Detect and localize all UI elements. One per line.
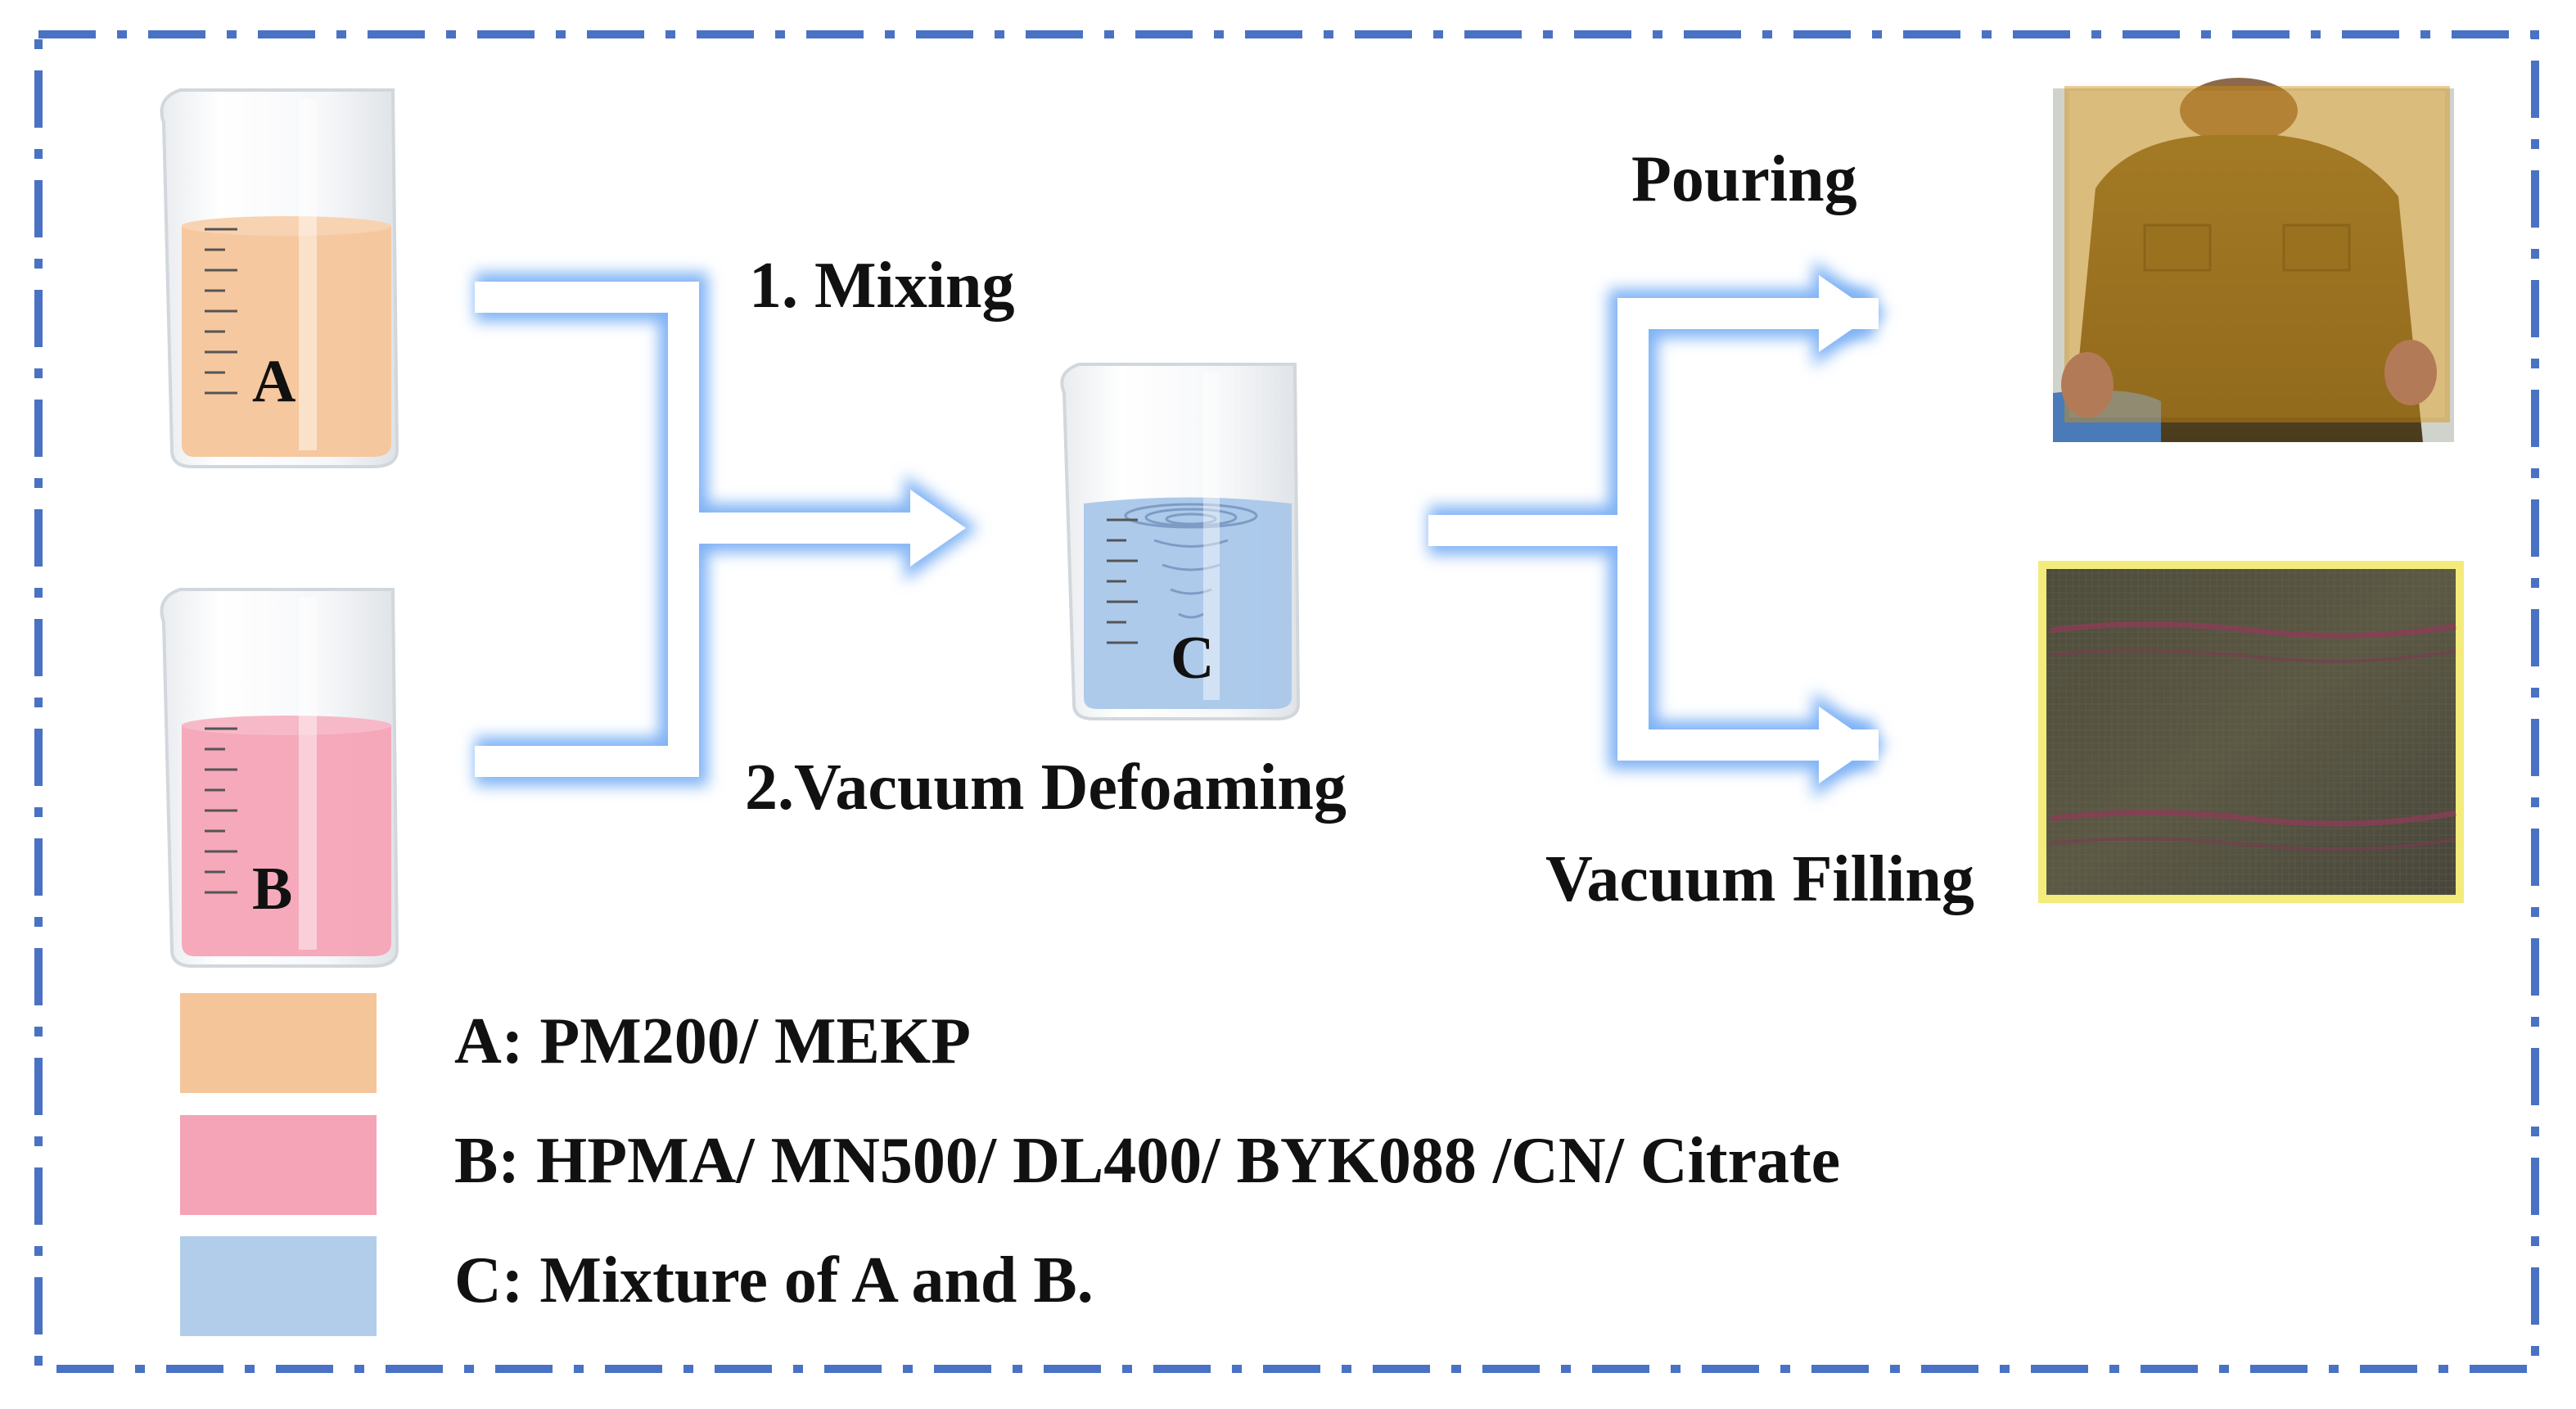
beaker-c: C bbox=[1060, 363, 1301, 720]
merge-arrow bbox=[475, 273, 978, 786]
beaker-b: B bbox=[160, 588, 399, 968]
legend-text-c: C: Mixture of A and B. bbox=[454, 1244, 1094, 1316]
vacuum-filling-result-photo bbox=[2038, 561, 2464, 903]
amber-sheet bbox=[2064, 86, 2450, 422]
frame-border bbox=[34, 30, 2539, 1373]
legend-text-b: B: HPMA/ MN500/ DL400/ BYK088 /CN/ Citra… bbox=[454, 1125, 1841, 1197]
beaker-a-liquid bbox=[182, 219, 391, 457]
beaker-c-liquid bbox=[1084, 497, 1292, 709]
pouring-label: Pouring bbox=[1631, 143, 1857, 215]
vortex-icon bbox=[1124, 503, 1258, 619]
vacuum-defoaming-label: 2.Vacuum Defoaming bbox=[745, 752, 1347, 824]
legend-swatch-c bbox=[180, 1236, 377, 1336]
mixing-label: 1. Mixing bbox=[749, 250, 1014, 322]
vacuum-filling-label: Vacuum Filling bbox=[1545, 843, 1974, 915]
beaker-b-letter: B bbox=[252, 856, 292, 923]
beaker-c-letter: C bbox=[1171, 625, 1214, 692]
legend-swatch-a bbox=[180, 993, 377, 1093]
beaker-b-liquid bbox=[182, 718, 391, 956]
legend-text-a: A: PM200/ MEKP bbox=[454, 1005, 971, 1077]
beaker-a: A bbox=[160, 88, 399, 468]
split-arrow bbox=[1428, 260, 1887, 798]
pouring-result-photo bbox=[2053, 78, 2454, 442]
legend-swatch-b bbox=[180, 1115, 377, 1215]
beaker-a-letter: A bbox=[252, 348, 295, 415]
